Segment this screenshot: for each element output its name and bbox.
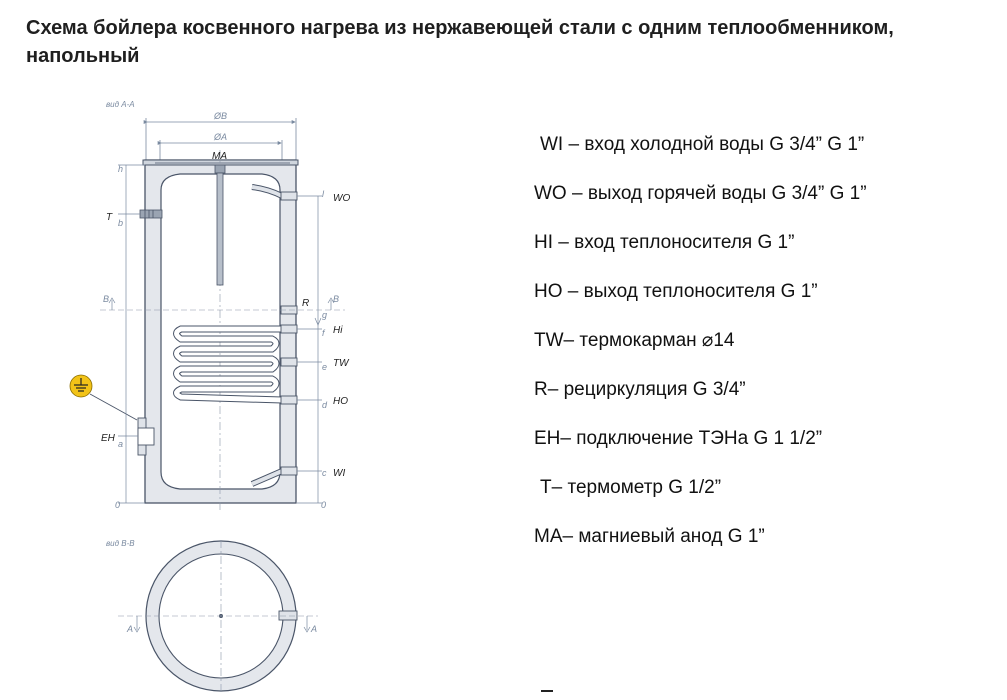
- dim-a: a: [118, 439, 123, 449]
- r-label: R: [302, 298, 309, 309]
- legend-item-t: T– термометр G 1/2”: [540, 477, 722, 498]
- eh-label: EH: [101, 433, 116, 444]
- boiler-diagram: вид А-А ØB ØA MA: [69, 100, 350, 692]
- legend-item-hi: HI – вход теплоносителя G 1”: [534, 232, 795, 253]
- dim-a-label: ØA: [213, 132, 227, 142]
- tw-label: TW: [333, 358, 350, 369]
- zero-right: 0: [321, 500, 326, 510]
- cold-water-inlet-pipe: [250, 468, 284, 487]
- legend-item-eh: EH– подключение ТЭНа G 1 1/2”: [534, 428, 823, 449]
- top-view-section: [118, 540, 318, 692]
- view-bb-label: вид В-В: [106, 539, 135, 548]
- legend-item-tw: TW– термокарман ⌀14: [534, 330, 735, 351]
- hot-water-outlet-pipe: [251, 184, 284, 199]
- tank-body: MA: [69, 150, 350, 692]
- section-b-left: B: [103, 294, 109, 304]
- left-height-dimensions: [118, 164, 145, 504]
- t-label: T: [106, 212, 113, 223]
- dim-f: f: [322, 328, 326, 338]
- dim-h: h: [118, 164, 123, 174]
- dim-b: b: [118, 218, 123, 228]
- section-b-right: B: [333, 294, 339, 304]
- dim-l: l: [322, 189, 325, 199]
- wo-label: WO: [333, 193, 350, 204]
- right-height-dimensions: [297, 195, 322, 504]
- connection-legend: WI – вход холодной воды G 3/4” G 1” WO –…: [534, 128, 994, 569]
- diameter-dimensions: [143, 118, 297, 160]
- zero-left: 0: [115, 500, 120, 510]
- dim-d: d: [322, 400, 328, 410]
- dim-e: e: [322, 362, 327, 372]
- wi-label: WI: [333, 468, 345, 479]
- ho-label: HO: [333, 396, 348, 407]
- legend-item-ho: HO – выход теплоносителя G 1”: [534, 281, 818, 302]
- ma-label: MA: [212, 151, 227, 162]
- heat-exchanger-coil: [173, 325, 283, 404]
- thermometer-socket: [139, 209, 163, 219]
- heater-socket: [137, 417, 155, 456]
- section-b-arrows: [108, 297, 335, 310]
- dim-b-label: ØB: [213, 111, 227, 121]
- page-title: Схема бойлера косвенного нагрева из нерж…: [26, 17, 894, 67]
- view-aa-label: вид А-А: [106, 100, 135, 109]
- legend-item-wi: WI – вход холодной воды G 3/4” G 1”: [540, 134, 865, 155]
- hi-label: Hi: [333, 325, 343, 336]
- magnesium-anode: [214, 164, 226, 286]
- section-a-left: A: [126, 624, 133, 634]
- legend-item-ma: MA– магниевый анод G 1”: [534, 526, 765, 547]
- dim-g: g: [322, 310, 327, 320]
- ground-icon: [69, 374, 138, 421]
- legend-item-wo: WO – выход горячей воды G 3/4” G 1”: [534, 183, 867, 204]
- cropped-text-fragment: [541, 690, 553, 692]
- section-a-right: A: [310, 624, 317, 634]
- dim-c: c: [322, 468, 327, 478]
- legend-item-r: R– рециркуляция G 3/4”: [534, 379, 746, 400]
